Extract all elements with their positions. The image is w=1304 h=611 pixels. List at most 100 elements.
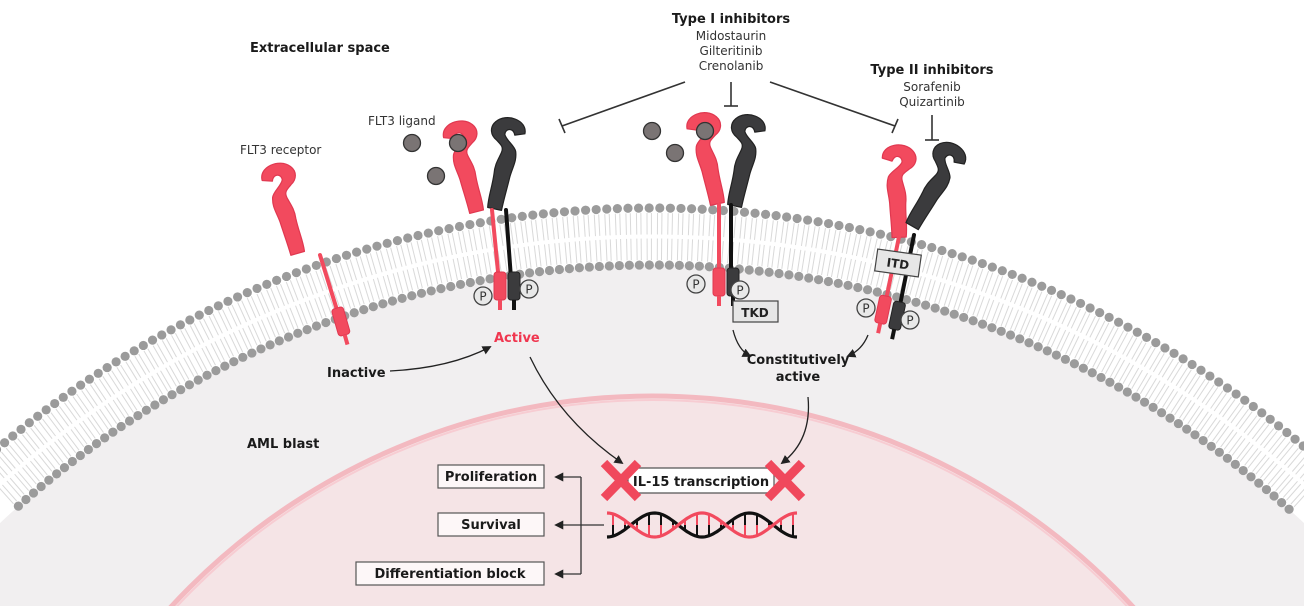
lipid-head xyxy=(957,252,967,262)
lipid-tail xyxy=(89,381,121,424)
lipid-head xyxy=(157,330,167,340)
lipid-head xyxy=(665,203,675,213)
receptor-kinase-body xyxy=(712,267,726,297)
lipid-head xyxy=(921,300,931,310)
flt3-ligand-icon xyxy=(426,166,446,186)
phospho-label: P xyxy=(479,290,486,304)
lipid-head xyxy=(67,456,77,467)
lipid-tail xyxy=(180,328,208,373)
lipid-head xyxy=(1190,430,1200,440)
lipid-tail xyxy=(509,222,522,270)
lipid-head xyxy=(1282,427,1292,438)
lipid-head xyxy=(1060,354,1071,364)
lipid-head xyxy=(465,219,475,230)
lipid-head xyxy=(744,265,754,275)
dna-strand-dark xyxy=(606,511,798,539)
receptor-kinase-tail xyxy=(342,334,350,346)
lipid-tail xyxy=(943,260,964,308)
flt3-ligand-label: FLT3 ligand xyxy=(368,114,436,128)
lipid-tail xyxy=(614,213,622,261)
lipid-tail xyxy=(747,217,758,266)
phospho-label: P xyxy=(862,302,869,316)
lipid-head xyxy=(368,302,378,312)
lipid-head xyxy=(36,481,46,492)
lipid-tail xyxy=(152,343,181,387)
inactive-label: Inactive xyxy=(327,366,386,381)
lipid-head xyxy=(843,280,853,290)
lipid-tail xyxy=(787,223,800,271)
lipid-head xyxy=(158,395,169,405)
lipid-tail xyxy=(447,232,463,281)
lipid-tail xyxy=(991,278,1013,324)
receptor-ecto-domain-shape xyxy=(261,162,306,256)
lipid-head xyxy=(44,475,54,485)
lipid-tail xyxy=(777,221,789,269)
lipid-head xyxy=(1122,387,1132,397)
lipid-head xyxy=(594,261,604,272)
lipid-tail xyxy=(30,425,64,466)
lipid-head xyxy=(697,204,707,214)
lipid-head xyxy=(256,344,266,354)
receptor-kinase-partner-body xyxy=(507,271,521,301)
lipid-head xyxy=(580,205,591,215)
type1-drug: Midostaurin xyxy=(696,29,766,43)
lipid-tail xyxy=(143,348,172,392)
phospho-icon xyxy=(730,280,750,300)
lipid-head xyxy=(708,205,718,215)
lipid-head xyxy=(13,501,23,511)
block-x-icon xyxy=(600,459,642,502)
lipid-head xyxy=(242,288,252,298)
lipid-head xyxy=(416,288,427,298)
lipid-head xyxy=(111,357,121,367)
lipid-tail xyxy=(1046,302,1072,348)
lipid-head xyxy=(977,319,988,329)
receptor-kinase-body xyxy=(493,271,507,301)
lipid-head xyxy=(176,385,186,395)
lipid-head xyxy=(321,317,331,328)
lipid-head xyxy=(1051,350,1061,360)
lipid-head xyxy=(959,312,969,323)
lipid-tail xyxy=(551,217,562,265)
lipid-head xyxy=(853,282,863,293)
nucleus-inner-edge xyxy=(176,399,1128,606)
lipid-head xyxy=(967,255,977,265)
lipid-head xyxy=(644,260,654,270)
lipid-tail xyxy=(345,259,365,306)
lipid-head xyxy=(1113,317,1124,327)
lipid-tail xyxy=(1244,428,1278,469)
arrow-inactive-to-active xyxy=(389,346,492,372)
lipid-head xyxy=(602,204,612,214)
receptor-ecto-domain-shape xyxy=(881,144,917,239)
lipid-head xyxy=(1214,377,1224,387)
lipid-head xyxy=(116,421,126,432)
lipid-head xyxy=(1261,484,1272,495)
lipid-tail xyxy=(1267,448,1303,488)
lipid-tail xyxy=(1110,335,1138,380)
lipid-tail xyxy=(1228,415,1261,456)
lipid-tail xyxy=(107,370,138,413)
lipid-tail xyxy=(646,212,652,261)
lipid-tail xyxy=(46,412,80,454)
lipid-head xyxy=(392,236,403,246)
lipid-head xyxy=(718,205,728,216)
lipid-head xyxy=(1254,478,1264,488)
aml-blast-label: AML blast xyxy=(247,437,319,452)
lipid-tail xyxy=(1203,396,1236,438)
lipid-tail xyxy=(375,250,394,297)
receptor-ecto-domain-partner xyxy=(727,114,766,208)
lipid-head xyxy=(413,230,423,241)
lipid-head xyxy=(823,218,834,229)
lipid-tail xyxy=(1187,384,1219,427)
lipid-tail xyxy=(199,318,225,363)
receptor-ecto-domain xyxy=(881,144,917,239)
lipid-head xyxy=(855,225,865,235)
receptor-kinase xyxy=(712,267,726,306)
lipid-head xyxy=(644,203,654,213)
lipid-head xyxy=(444,223,454,234)
lipid-head xyxy=(455,279,466,290)
lipid-head xyxy=(1273,421,1284,431)
lipid-head xyxy=(184,380,195,390)
lipid-tail xyxy=(1170,372,1201,416)
lipid-head xyxy=(426,286,436,296)
lipid-head xyxy=(436,284,446,294)
